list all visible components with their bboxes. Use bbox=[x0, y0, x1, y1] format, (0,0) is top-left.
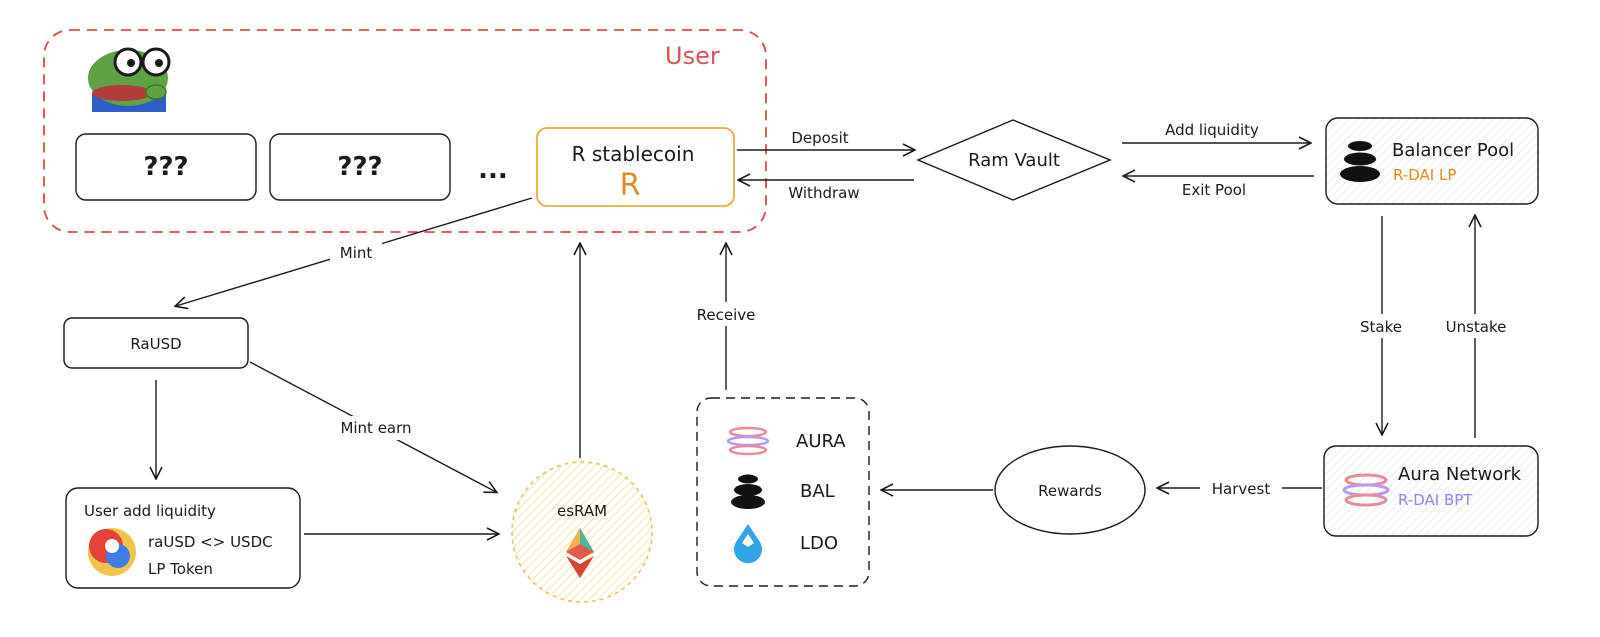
token-ldo-label: LDO bbox=[800, 533, 838, 554]
edge-receive-label: Receive bbox=[697, 306, 756, 324]
balancer-pool-sub: R-DAI LP bbox=[1393, 166, 1456, 184]
bal-icon bbox=[731, 474, 765, 509]
rausd-label: RaUSD bbox=[130, 335, 181, 353]
r-stablecoin-symbol: R bbox=[620, 168, 641, 203]
user-liquidity-line1: raUSD <> USDC bbox=[148, 533, 273, 551]
harvest-label-pad bbox=[1200, 476, 1282, 500]
edge-mint-label: Mint bbox=[340, 244, 373, 262]
user-box-2: ??? bbox=[269, 133, 451, 201]
pepe-avatar bbox=[88, 47, 171, 112]
balancer-pool-box: Balancer Pool R-DAI LP bbox=[1325, 117, 1539, 205]
token-bal-label: BAL bbox=[800, 481, 835, 502]
user-group-label: User bbox=[665, 42, 720, 70]
edge-deposit-label: Deposit bbox=[791, 129, 848, 147]
ram-vault-label: Ram Vault bbox=[968, 150, 1060, 171]
esram-token-icon bbox=[566, 528, 594, 578]
edge-withdraw-label: Withdraw bbox=[788, 184, 859, 202]
curve-logo-icon bbox=[88, 528, 136, 576]
edge-unstake-label: Unstake bbox=[1446, 318, 1507, 336]
reward-tokens-group: AURA BAL LDO bbox=[696, 397, 870, 587]
rewards-node: Rewards bbox=[994, 445, 1146, 535]
user-box-1-label: ??? bbox=[143, 152, 188, 182]
balancer-pool-title: Balancer Pool bbox=[1392, 140, 1514, 161]
aura-network-box: Aura Network R-DAI BPT bbox=[1323, 445, 1539, 537]
esram-node: esRAM bbox=[511, 461, 653, 603]
esram-label: esRAM bbox=[557, 502, 607, 520]
user-liquidity-title: User add liquidity bbox=[84, 502, 216, 520]
receive-label-pad bbox=[688, 302, 764, 326]
r-stablecoin-box: R stablecoin R bbox=[536, 127, 735, 207]
mint-label-pad bbox=[330, 240, 382, 264]
ellipsis: ... bbox=[478, 155, 508, 185]
edge-add-liquidity-label: Add liquidity bbox=[1165, 121, 1259, 139]
user-liquidity-box: User add liquidity raUSD <> USDC LP Toke… bbox=[65, 487, 301, 589]
r-stablecoin-title: R stablecoin bbox=[572, 142, 695, 166]
user-box-1: ??? bbox=[75, 133, 257, 201]
aura-network-icon bbox=[1342, 473, 1390, 507]
mint-earn-label-pad bbox=[325, 416, 427, 440]
edge-exit-pool-label: Exit Pool bbox=[1182, 181, 1246, 199]
edge-harvest-label: Harvest bbox=[1212, 480, 1271, 498]
aura-network-sub: R-DAI BPT bbox=[1398, 491, 1473, 509]
rewards-label: Rewards bbox=[1038, 482, 1102, 500]
aura-network-title: Aura Network bbox=[1398, 464, 1522, 485]
aura-icon bbox=[726, 426, 770, 456]
user-group: User bbox=[43, 29, 767, 233]
edge-mint-earn-label: Mint earn bbox=[340, 419, 411, 437]
user-liquidity-line2: LP Token bbox=[148, 560, 213, 578]
token-aura-label: AURA bbox=[796, 431, 846, 452]
balancer-icon bbox=[1340, 141, 1380, 182]
unstake-label-pad bbox=[1436, 314, 1516, 338]
user-box-2-label: ??? bbox=[337, 152, 382, 182]
edge-stake-label: Stake bbox=[1360, 318, 1402, 336]
ram-vault-node: Ram Vault bbox=[916, 119, 1112, 201]
stake-label-pad bbox=[1350, 314, 1412, 338]
rausd-box: RaUSD bbox=[63, 317, 249, 369]
ldo-icon bbox=[734, 524, 762, 564]
